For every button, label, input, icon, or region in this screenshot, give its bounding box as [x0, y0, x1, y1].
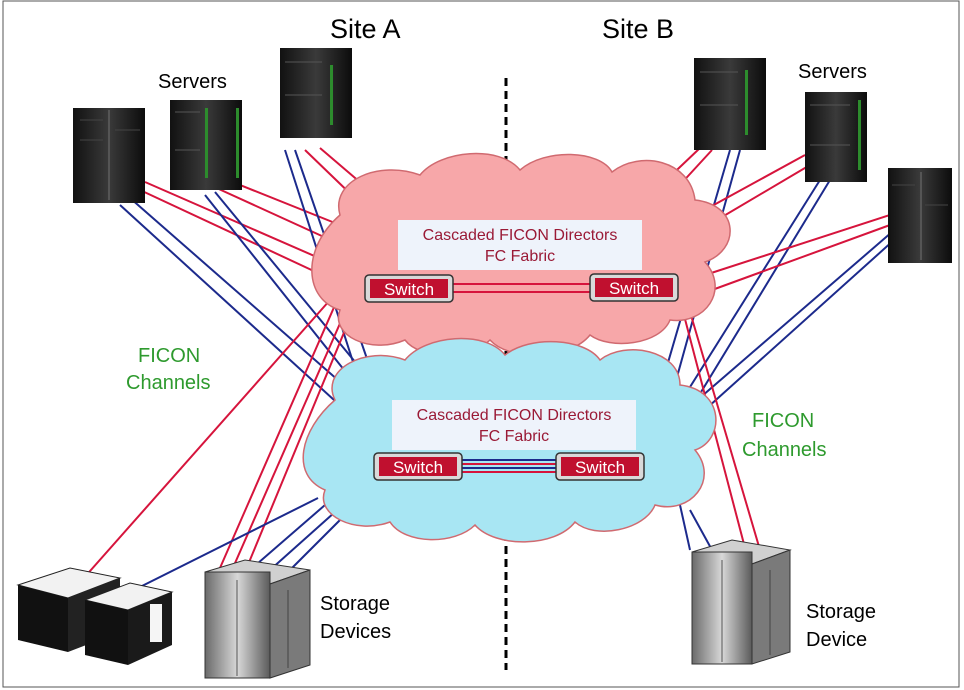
storage-left-label-1: Storage [320, 593, 390, 615]
svg-text:Switch: Switch [393, 458, 443, 477]
top-fabric-cloud: Cascaded FICON Directors FC Fabric Switc… [311, 152, 731, 356]
site-a-title: Site A [330, 14, 401, 44]
svg-text:Switch: Switch [384, 280, 434, 299]
server-left-2-icon [170, 100, 242, 190]
ficon-left-label-2: Channels [126, 372, 211, 394]
tape-library-icon [16, 567, 174, 665]
bottom-switch-left: Switch [373, 452, 463, 481]
channel-links [74, 147, 895, 589]
ficon-right-label-2: Channels [742, 439, 827, 461]
server-right-2-icon [805, 92, 867, 182]
server-left-1-icon [73, 108, 145, 203]
storage-device-right-icon [691, 539, 792, 665]
server-right-3-icon [888, 168, 952, 263]
site-b-title: Site B [602, 14, 674, 44]
bottom-fabric-line1: Cascaded FICON Directors [417, 407, 612, 424]
top-switch-left: Switch [364, 274, 454, 303]
server-left-3-icon [280, 48, 352, 138]
ficon-right-label-1: FICON [752, 410, 814, 432]
storage-right-label-1: Storage [806, 601, 876, 623]
top-fabric-line2: FC Fabric [485, 248, 555, 265]
top-fabric-line1: Cascaded FICON Directors [423, 227, 618, 244]
bottom-fabric-cloud: Cascaded FICON Directors FC Fabric Switc… [302, 337, 717, 543]
svg-text:Switch: Switch [575, 458, 625, 477]
server-right-1-icon [694, 58, 766, 150]
bottom-fabric-line2: FC Fabric [479, 428, 549, 445]
top-switch-right: Switch [589, 273, 679, 302]
storage-left-label-2: Devices [320, 621, 391, 643]
servers-right-label: Servers [798, 61, 867, 83]
svg-text:Switch: Switch [609, 279, 659, 298]
top-fabric-label-box [398, 220, 642, 270]
storage-device-left-icon [204, 559, 311, 679]
servers-left-label: Servers [158, 71, 227, 93]
storage-right-label-2: Device [806, 629, 867, 651]
bottom-fabric-label-box [392, 400, 636, 450]
ficon-left-label-1: FICON [138, 345, 200, 367]
bottom-switch-right: Switch [555, 452, 645, 481]
